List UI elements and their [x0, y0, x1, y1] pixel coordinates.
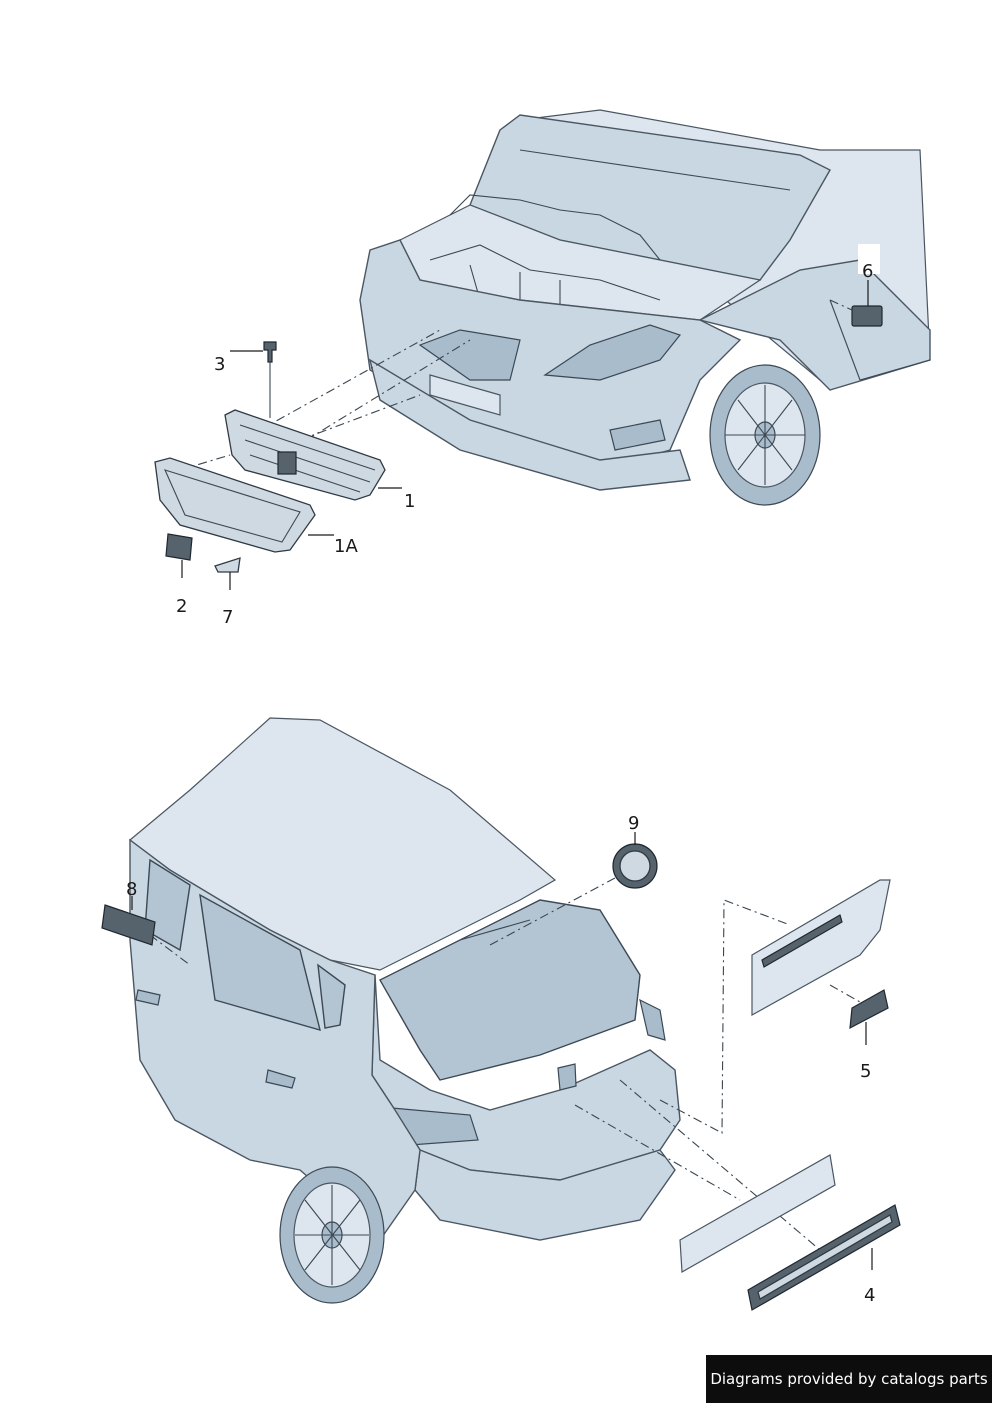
callout-1a: 1A — [334, 536, 358, 557]
front-car-illustration — [359, 109, 931, 506]
grille-part-1 — [224, 409, 386, 501]
assembly-lines-bottom — [149, 877, 861, 1251]
callout-4: 4 — [864, 1285, 875, 1306]
callout-9: 9 — [628, 813, 639, 834]
model-script-plate — [751, 879, 891, 1017]
insert-part-2 — [165, 533, 193, 561]
grille-logo — [277, 451, 297, 475]
round-badge-part-9 — [612, 843, 658, 889]
callout-7: 7 — [222, 607, 233, 628]
ibiza-lettering-plate — [679, 1154, 836, 1273]
grille-frame-part-1a — [154, 457, 316, 553]
badge-part-5 — [849, 989, 889, 1030]
callout-3: 3 — [214, 354, 225, 375]
callout-1: 1 — [404, 491, 415, 512]
callouts: 1 1A 2 3 7 6 9 8 5 4 — [126, 261, 875, 1306]
callout-5: 5 — [860, 1061, 871, 1082]
clip-part-3 — [263, 341, 277, 418]
tech-badge-part-8 — [101, 904, 156, 946]
model-script-badge — [761, 914, 843, 968]
trim-part-7 — [214, 557, 241, 573]
rear-car-illustration — [129, 717, 681, 1304]
badge-6-shape — [851, 305, 883, 327]
callout-2: 2 — [176, 596, 187, 617]
footer-credit: Diagrams provided by catalogs parts — [706, 1355, 992, 1403]
callout-6: 6 — [862, 261, 873, 282]
callout-8: 8 — [126, 879, 137, 900]
